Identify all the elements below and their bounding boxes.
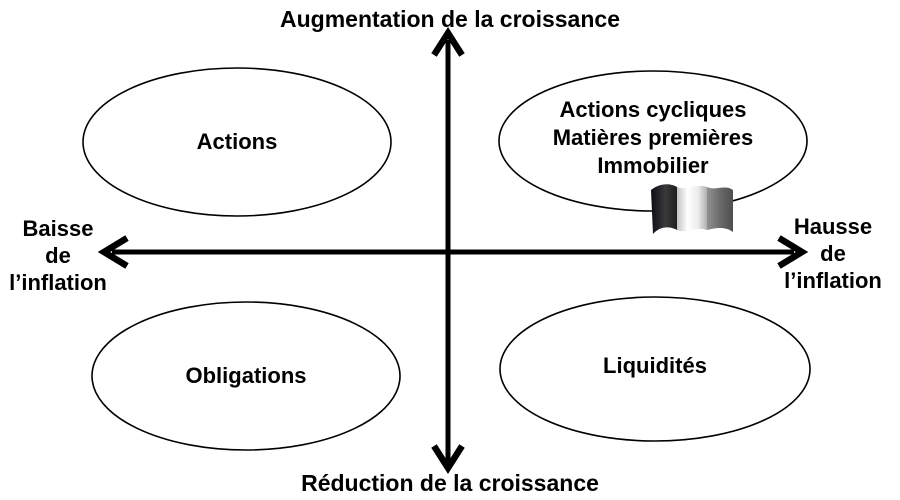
axis-label-growth-down: Réduction de la croissance [301, 470, 599, 496]
axis-label-line: Baisse [22, 216, 94, 241]
ellipse-bottom-right [499, 296, 811, 442]
flag-band-light [677, 185, 707, 232]
flag-band-dark [651, 184, 677, 234]
axis-label-line: Hausse [793, 214, 873, 239]
quadrant-label-liquidites: Liquidités [603, 353, 707, 378]
waving-flag-icon [651, 184, 733, 234]
axis-label-inflation-down: Baisse de l’inflation [2, 215, 114, 296]
flag-band-gray [707, 187, 733, 232]
ellipse-bottom-left [91, 301, 401, 451]
axis-label-line: de [820, 241, 846, 266]
axis-label-line: l’inflation [9, 270, 107, 295]
ellipse-top-left [82, 67, 392, 217]
axis-label-line: l’inflation [784, 268, 882, 293]
quadrant-label-line: Matières premières [552, 125, 754, 150]
quadrant-label-cyclical-assets: Actions cycliques Matières premières Imm… [503, 96, 803, 180]
arrow-right-icon [777, 235, 809, 269]
quadrant-label-line: Actions cycliques [559, 97, 747, 122]
axis-label-growth-up: Augmentation de la croissance [280, 6, 620, 32]
axis-label-inflation-up: Hausse de l’inflation [776, 213, 890, 294]
arrow-down-icon [431, 444, 465, 475]
arrow-up-icon [431, 26, 465, 57]
arrow-left-icon [97, 235, 129, 269]
quadrant-label-actions: Actions [196, 129, 278, 154]
quadrant-label-line: Immobilier [597, 153, 709, 178]
quadrant-label-obligations: Obligations [185, 363, 307, 388]
axis-label-line: de [45, 243, 71, 268]
